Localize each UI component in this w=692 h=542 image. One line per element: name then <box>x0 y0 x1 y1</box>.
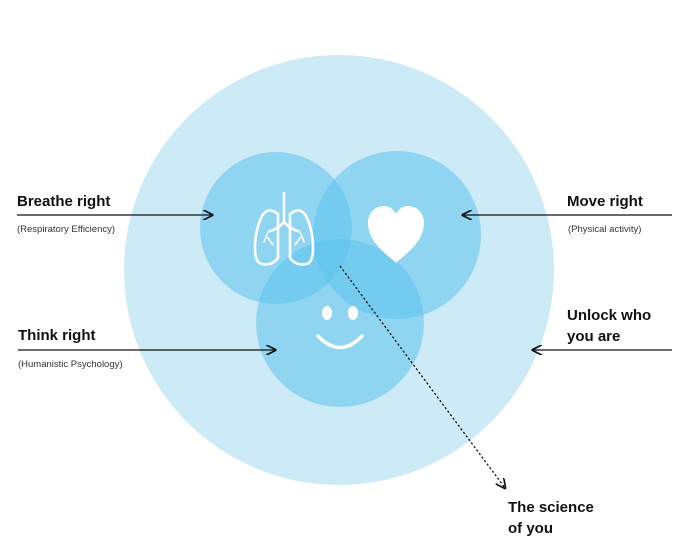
label-unlock-who-you-are: Unlock who you are <box>567 305 677 347</box>
label-science-of-you: The science of you <box>508 497 618 539</box>
sublabel-respiratory-efficiency: (Respiratory Efficiency) <box>17 224 116 235</box>
label-move-right: Move right <box>567 193 643 210</box>
label-breathe-right: Breathe right <box>17 193 111 210</box>
unlock-line-2: you are <box>567 328 621 345</box>
heart-icon <box>368 206 424 263</box>
sublabel-physical-activity: (Physical activity) <box>568 224 642 235</box>
lungs-icon <box>253 191 315 266</box>
unlock-line-1: Unlock who <box>567 307 652 324</box>
sublabel-humanistic-psychology: (Humanistic Psychology) <box>18 359 123 370</box>
circle-think <box>256 239 424 407</box>
smiley-face-icon <box>316 306 364 350</box>
science-line-1: The science <box>508 499 594 516</box>
label-think-right: Think right <box>18 327 96 344</box>
science-line-2: of you <box>508 520 553 537</box>
arrow-science-dotted <box>339 265 505 488</box>
